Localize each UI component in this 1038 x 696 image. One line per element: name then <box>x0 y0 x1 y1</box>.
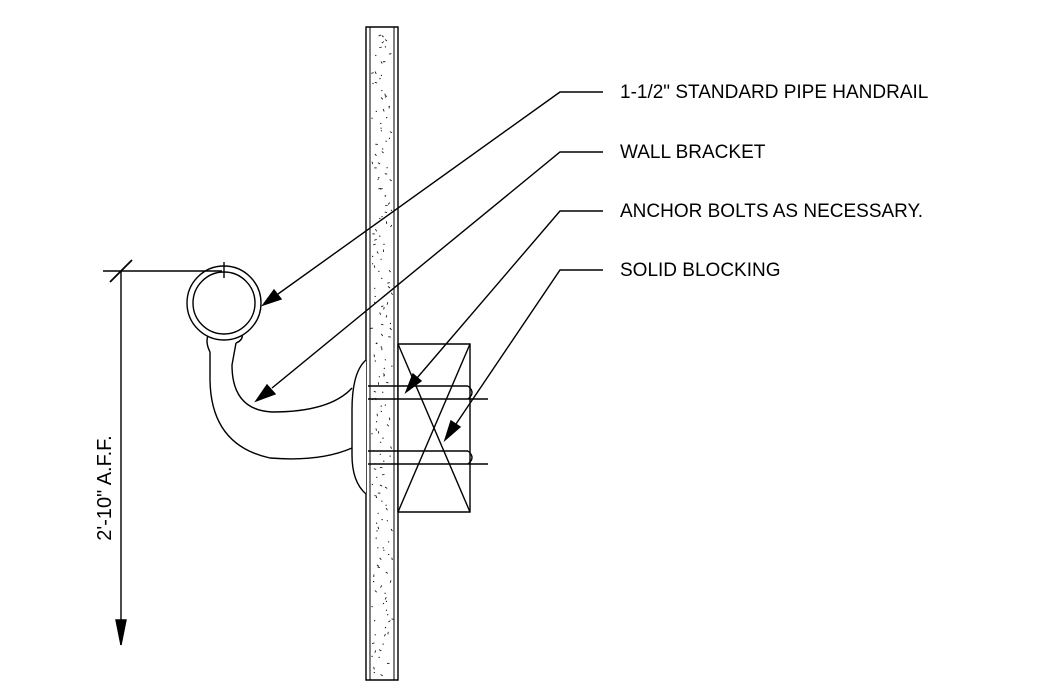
wall-bracket <box>207 332 366 494</box>
label-solid-blocking: SOLID BLOCKING <box>620 261 781 280</box>
pipe-handrail <box>187 262 261 340</box>
label-wall-bracket: WALL BRACKET <box>620 143 765 162</box>
leader-handrail <box>263 92 603 305</box>
wall-section <box>366 27 398 680</box>
label-pipe-handrail: 1-1/2" STANDARD PIPE HANDRAIL <box>620 83 928 102</box>
label-anchor-bolts: ANCHOR BOLTS AS NECESSARY. <box>620 202 923 221</box>
height-dimension-text: 2'-10" A.F.F. <box>95 435 115 540</box>
